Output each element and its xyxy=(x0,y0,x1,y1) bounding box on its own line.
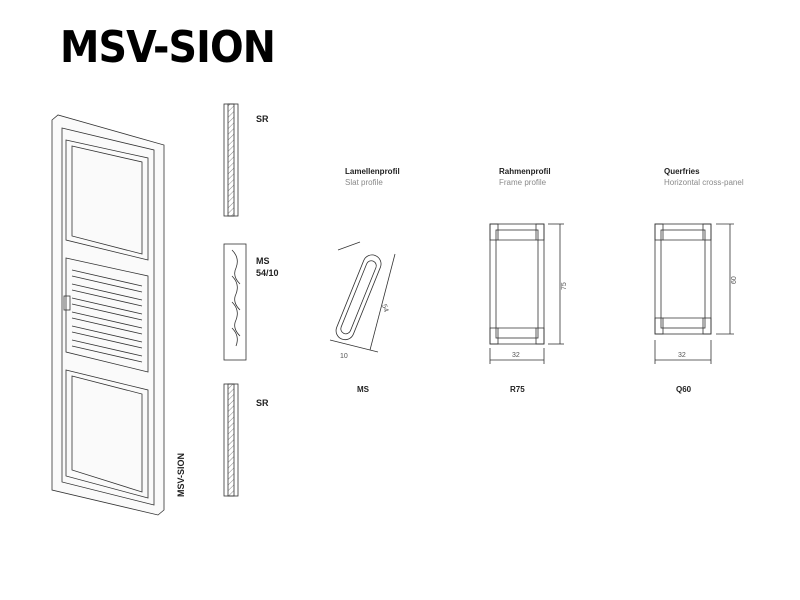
door-frame-inner xyxy=(61,127,155,506)
profile-subheading-crosspanel: Horizontal cross-panel xyxy=(664,178,744,187)
door-elevation xyxy=(51,114,165,516)
section-ms xyxy=(223,243,247,361)
slat-dim-54: 54 xyxy=(380,303,389,313)
door-handle xyxy=(63,295,71,311)
profile-heading-slat: Lamellenprofil xyxy=(345,167,400,176)
profile-code-r75: R75 xyxy=(510,385,525,394)
crosspanel-profile-drawing xyxy=(654,223,734,364)
crosspanel-dim-60: 60 xyxy=(731,276,738,284)
profile-code-ms: MS xyxy=(357,385,369,394)
door-top-panel-outer xyxy=(65,139,149,261)
crosspanel-dim-32: 32 xyxy=(678,352,686,359)
profile-heading-frame: Rahmenprofil xyxy=(499,167,551,176)
slat-profile-drawing xyxy=(329,241,396,353)
profile-subheading-frame: Frame profile xyxy=(499,178,547,187)
section-sr-top xyxy=(223,103,239,217)
slat-dim-10: 10 xyxy=(340,353,348,360)
section-label-sr-bottom: SR xyxy=(256,398,269,408)
section-label-sr-top: SR xyxy=(256,114,269,124)
section-label-ms: MS xyxy=(256,256,270,266)
section-sr-bottom xyxy=(223,383,239,497)
section-label-ms-size: 54/10 xyxy=(256,268,279,278)
profile-code-q60: Q60 xyxy=(676,385,692,394)
door-top-panel-inner xyxy=(71,145,143,255)
door-vertical-label: MSV-SION xyxy=(176,452,186,497)
door-louvre-slats xyxy=(71,269,143,363)
door-bottom-panel-inner xyxy=(71,375,143,493)
profile-subheading-slat: Slat profile xyxy=(345,178,383,187)
frame-profile-drawing xyxy=(489,223,564,364)
door-bottom-panel-outer xyxy=(65,369,149,499)
profile-heading-crosspanel: Querfries xyxy=(664,167,700,176)
frame-dim-32: 32 xyxy=(512,352,520,359)
door-louvre-frame xyxy=(65,257,149,373)
page-title: MSV-SION xyxy=(60,22,276,73)
frame-dim-75: 75 xyxy=(561,282,568,290)
door-frame-outer xyxy=(51,114,165,516)
